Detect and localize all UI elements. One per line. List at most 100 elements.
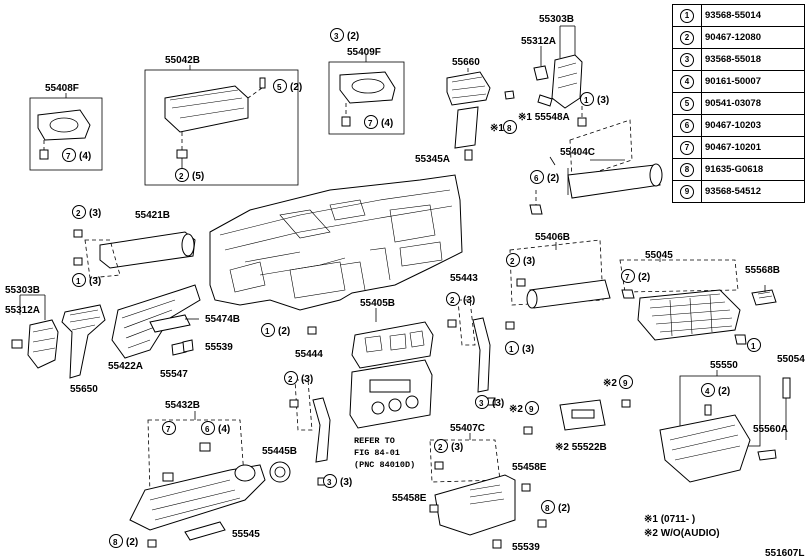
svg-text:3: 3: [479, 399, 484, 408]
label-55404C: 55404C: [560, 147, 595, 158]
leader-lines: [65, 55, 718, 440]
label-55545: 55545: [232, 529, 260, 540]
svg-text:(3): (3): [89, 208, 101, 219]
svg-text:(3): (3): [523, 256, 535, 267]
svg-text:6: 6: [205, 425, 210, 434]
svg-text:(3): (3): [492, 398, 504, 409]
svg-text:9: 9: [529, 405, 534, 414]
label-55547: 55547: [160, 369, 188, 380]
part-55522B: [523, 399, 631, 435]
label-55054: 55054: [777, 354, 805, 365]
refer-note: REFER TO FIG 84-01 (PNC 84010D): [354, 436, 415, 470]
svg-text:7: 7: [66, 152, 71, 161]
label-55522B: ※2 55522B: [555, 442, 607, 453]
part-55407C: [429, 439, 547, 549]
figure-code: 551607L: [765, 548, 804, 559]
svg-text:※2: ※2: [603, 378, 617, 389]
svg-text:8: 8: [507, 124, 512, 133]
legend-key-circle: 9: [680, 184, 694, 199]
part-55432B: [129, 419, 266, 548]
svg-text:2: 2: [76, 209, 81, 218]
svg-text:2: 2: [288, 375, 293, 384]
svg-text:(4): (4): [79, 151, 91, 162]
svg-text:7: 7: [368, 119, 373, 128]
svg-text:FIG 84-01: FIG 84-01: [354, 448, 400, 458]
label-55432B: 55432B: [165, 400, 200, 411]
label-55458E-a: 55458E: [512, 462, 547, 473]
svg-text:(3): (3): [463, 295, 475, 306]
part-55550: [659, 375, 777, 483]
label-55458E-b: 55458E: [392, 493, 427, 504]
label-55045: 55045: [645, 250, 673, 261]
part-55409F: [328, 61, 405, 135]
dashboard-panel: [209, 174, 463, 311]
svg-text:2: 2: [179, 172, 184, 181]
svg-text:※2 W/O(AUDIO): ※2 W/O(AUDIO): [644, 528, 720, 539]
svg-text:(3): (3): [89, 276, 101, 287]
part-55303B-left: [11, 294, 59, 369]
label-55444: 55444: [295, 349, 323, 360]
svg-text:※2: ※2: [509, 404, 523, 415]
svg-text:(PNC 84010D): (PNC 84010D): [354, 460, 415, 470]
legend-key: 7: [672, 136, 702, 159]
legend-key: 2: [672, 26, 702, 49]
svg-text:(4): (4): [218, 424, 230, 435]
legend-key: 3: [672, 48, 702, 71]
label-55407C: 55407C: [450, 423, 485, 434]
label-55568B: 55568B: [745, 265, 780, 276]
svg-text:(2): (2): [558, 503, 570, 514]
legend-key: 4: [672, 70, 702, 93]
legend-part-number: 93568-54512: [701, 180, 805, 203]
part-55545: [184, 521, 226, 541]
svg-text:(2): (2): [347, 31, 359, 42]
svg-text:1: 1: [509, 345, 514, 354]
svg-text:(5): (5): [192, 171, 204, 182]
label-55303B-left: 55303B: [5, 285, 40, 296]
label-55312A-left: 55312A: [5, 305, 40, 316]
svg-text:1: 1: [751, 342, 756, 351]
part-55421B: [73, 229, 196, 279]
label-55539-b: 55539: [512, 542, 540, 553]
svg-text:※1 (0711- ): ※1 (0711- ): [644, 514, 695, 525]
label-55550: 55550: [710, 360, 738, 371]
legend-key: 9: [672, 180, 702, 203]
callout-circles: 3 5 2 7 7 1 8 6 2 1 2 7 1 2 1 1 2 3 3 4 …: [62, 28, 761, 548]
part-55054: [782, 377, 791, 440]
svg-text:1: 1: [584, 96, 589, 105]
part-55408F: [29, 97, 103, 171]
svg-text:8: 8: [545, 504, 550, 513]
legend-row: 9 93568-54512: [672, 180, 805, 203]
label-55443: 55443: [450, 273, 478, 284]
part-55445B: [269, 461, 291, 483]
svg-text:(2): (2): [547, 173, 559, 184]
svg-text:9: 9: [623, 379, 628, 388]
legend-key-circle: 3: [680, 52, 694, 67]
svg-text:3: 3: [334, 32, 339, 41]
legend-part-number: 90541-03078: [701, 92, 805, 115]
svg-text:1: 1: [265, 327, 270, 336]
part-55406B: [505, 239, 611, 330]
part-55042B: [144, 69, 299, 186]
label-55560A: 55560A: [753, 424, 788, 435]
legend-key-circle: 2: [680, 30, 694, 45]
label-55345A: 55345A: [415, 154, 450, 165]
label-55406B: 55406B: [535, 232, 570, 243]
label-55660: 55660: [452, 57, 480, 68]
label-55303B-top: 55303B: [539, 14, 574, 25]
part-55405B: [307, 321, 434, 429]
legend-part-number: 90467-10201: [701, 136, 805, 159]
part-55568B: [751, 285, 777, 306]
svg-text:(3): (3): [451, 442, 463, 453]
label-55422A: 55422A: [108, 361, 143, 372]
svg-text:5: 5: [277, 83, 282, 92]
part-55444: [289, 379, 331, 486]
svg-text:(2): (2): [126, 537, 138, 548]
label-55650: 55650: [70, 384, 98, 395]
